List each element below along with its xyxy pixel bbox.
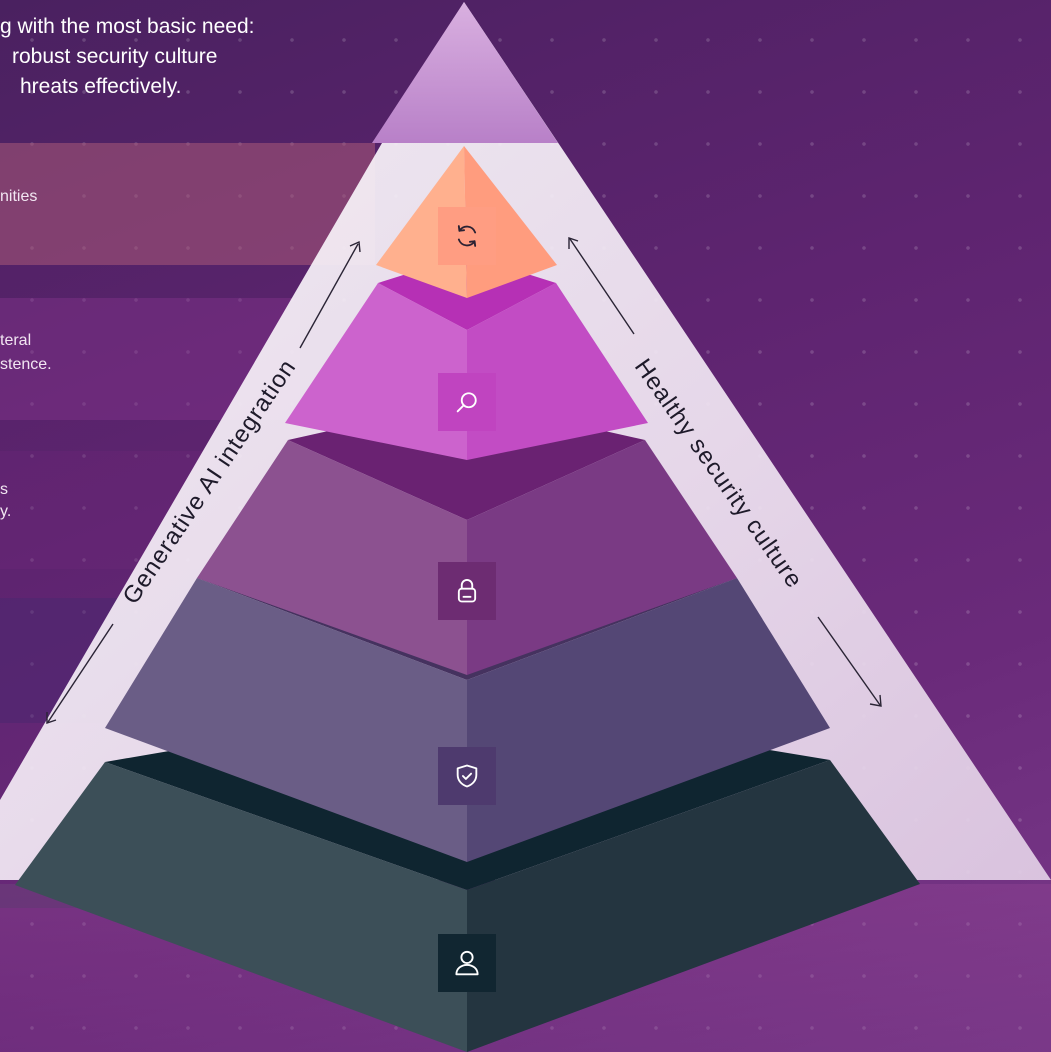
refresh-icon-box — [438, 207, 496, 265]
intro-line-1: g with the most basic need: — [0, 15, 255, 38]
user-icon-box — [438, 934, 496, 992]
tier-shield-right — [467, 578, 830, 862]
lock-icon-box — [438, 562, 496, 620]
right-arrow — [568, 237, 882, 707]
panel-1-text: nities — [0, 188, 38, 205]
search-icon-box — [438, 373, 496, 431]
shield-icon-box — [438, 747, 496, 805]
tier-shield-left — [105, 578, 467, 862]
user-icon — [455, 950, 479, 976]
panel-3-text-1: s — [0, 481, 8, 498]
tier-user-left — [15, 762, 467, 1052]
intro-text: g with the most basic need: robust secur… — [0, 12, 340, 102]
tier-search-right — [467, 283, 648, 460]
intro-line-3: hreats effectively. — [20, 75, 182, 98]
shield-check-icon — [456, 764, 478, 788]
tier-lock-left — [197, 440, 467, 675]
pyramid-frame-tip — [372, 2, 558, 143]
panel-2-text-1: teral — [0, 332, 32, 349]
search-icon — [456, 392, 477, 413]
tier-user-right — [467, 760, 920, 1052]
intro-line-2: robust security culture — [12, 45, 218, 68]
refresh-icon — [457, 225, 477, 247]
tier-lock-right — [467, 440, 737, 675]
panel-2-text-2: stence. — [0, 356, 52, 373]
panel-1: nities — [0, 143, 375, 265]
lock-icon — [457, 579, 477, 603]
left-arrow — [46, 240, 361, 724]
tier-search-left — [285, 283, 467, 460]
panel-3-text-2: y. — [0, 503, 12, 520]
